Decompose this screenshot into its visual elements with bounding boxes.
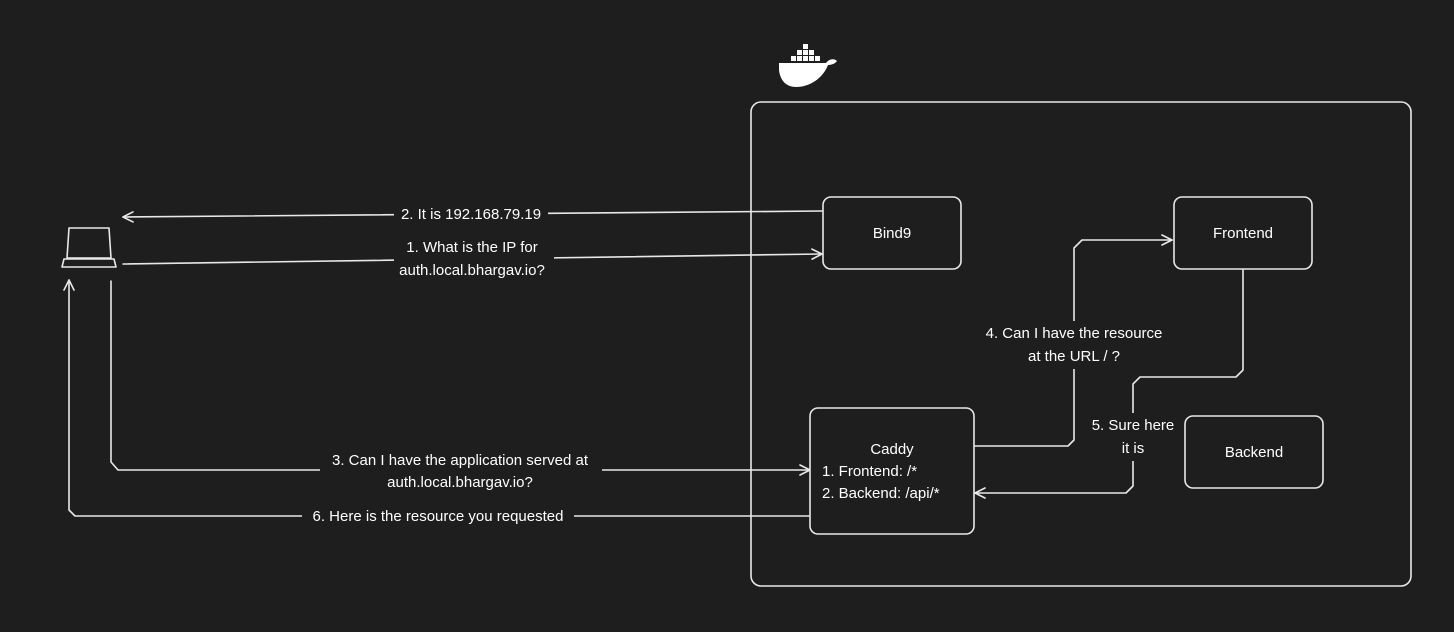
edge-5-label-line2: it is <box>1122 440 1145 457</box>
caddy-rule-frontend: 1. Frontend: /* <box>822 463 917 480</box>
edge-1-label-line2: auth.local.bhargav.io? <box>399 262 545 279</box>
backend-node <box>1184 415 1324 489</box>
caddy-rule-backend: 2. Backend: /api/* <box>822 485 940 502</box>
frontend-node <box>1173 196 1313 270</box>
edge-5-label-line1: 5. Sure here <box>1092 417 1175 434</box>
edge-2-label: 2. It is 192.168.79.19 <box>401 206 541 223</box>
bind9-label: Bind9 <box>873 225 911 242</box>
edge-6-label: 6. Here is the resource you requested <box>313 508 564 525</box>
docker-whale-icon <box>779 44 837 87</box>
edge-3-label-line2: auth.local.bhargav.io? <box>387 474 533 491</box>
edge-3-label-line1: 3. Can I have the application served at <box>332 452 589 469</box>
backend-label: Backend <box>1225 444 1283 461</box>
caddy-title: Caddy <box>870 441 914 458</box>
caddy-node <box>809 407 975 535</box>
laptop-icon <box>61 227 117 268</box>
edge-1-label-line1: 1. What is the IP for <box>406 239 537 256</box>
edge-4-label-line2: at the URL / ? <box>1028 348 1120 365</box>
edge-3-app-request <box>110 280 811 476</box>
edge-4-label-line1: 4. Can I have the resource <box>986 325 1163 342</box>
frontend-label: Frontend <box>1213 225 1273 242</box>
edge-5-resource-return <box>974 269 1244 499</box>
bind9-node <box>822 196 962 270</box>
